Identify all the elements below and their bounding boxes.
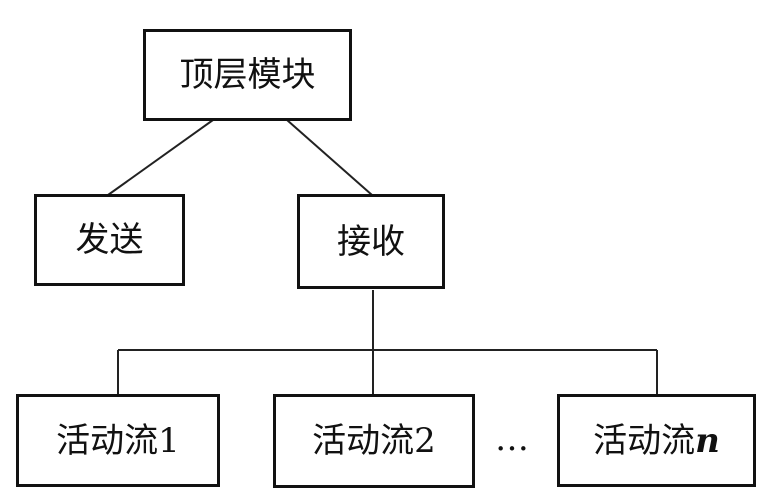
node-stream-2-label: 活动流2	[312, 421, 436, 461]
node-stream-n: 活动流n	[557, 394, 756, 487]
node-receive: 接收	[297, 194, 445, 289]
node-send-label: 发送	[75, 220, 144, 260]
node-stream-1: 活动流1	[16, 394, 220, 487]
node-receive-label: 接收	[337, 221, 405, 262]
node-stream-n-prefix: 活动流	[593, 420, 696, 461]
node-send: 发送	[34, 194, 185, 286]
node-top-module: 顶层模块	[143, 29, 352, 121]
node-stream-n-label: 活动流n	[593, 424, 720, 458]
edge-top-to-receive	[286, 119, 373, 196]
node-top-module-label: 顶层模块	[179, 55, 316, 95]
node-stream-1-label: 活动流1	[56, 420, 180, 461]
edge-top-to-send	[107, 119, 214, 196]
node-stream-2: 活动流2	[273, 394, 475, 488]
ellipsis-more-streams: …	[495, 419, 529, 459]
node-stream-n-suffix: n	[695, 420, 720, 461]
